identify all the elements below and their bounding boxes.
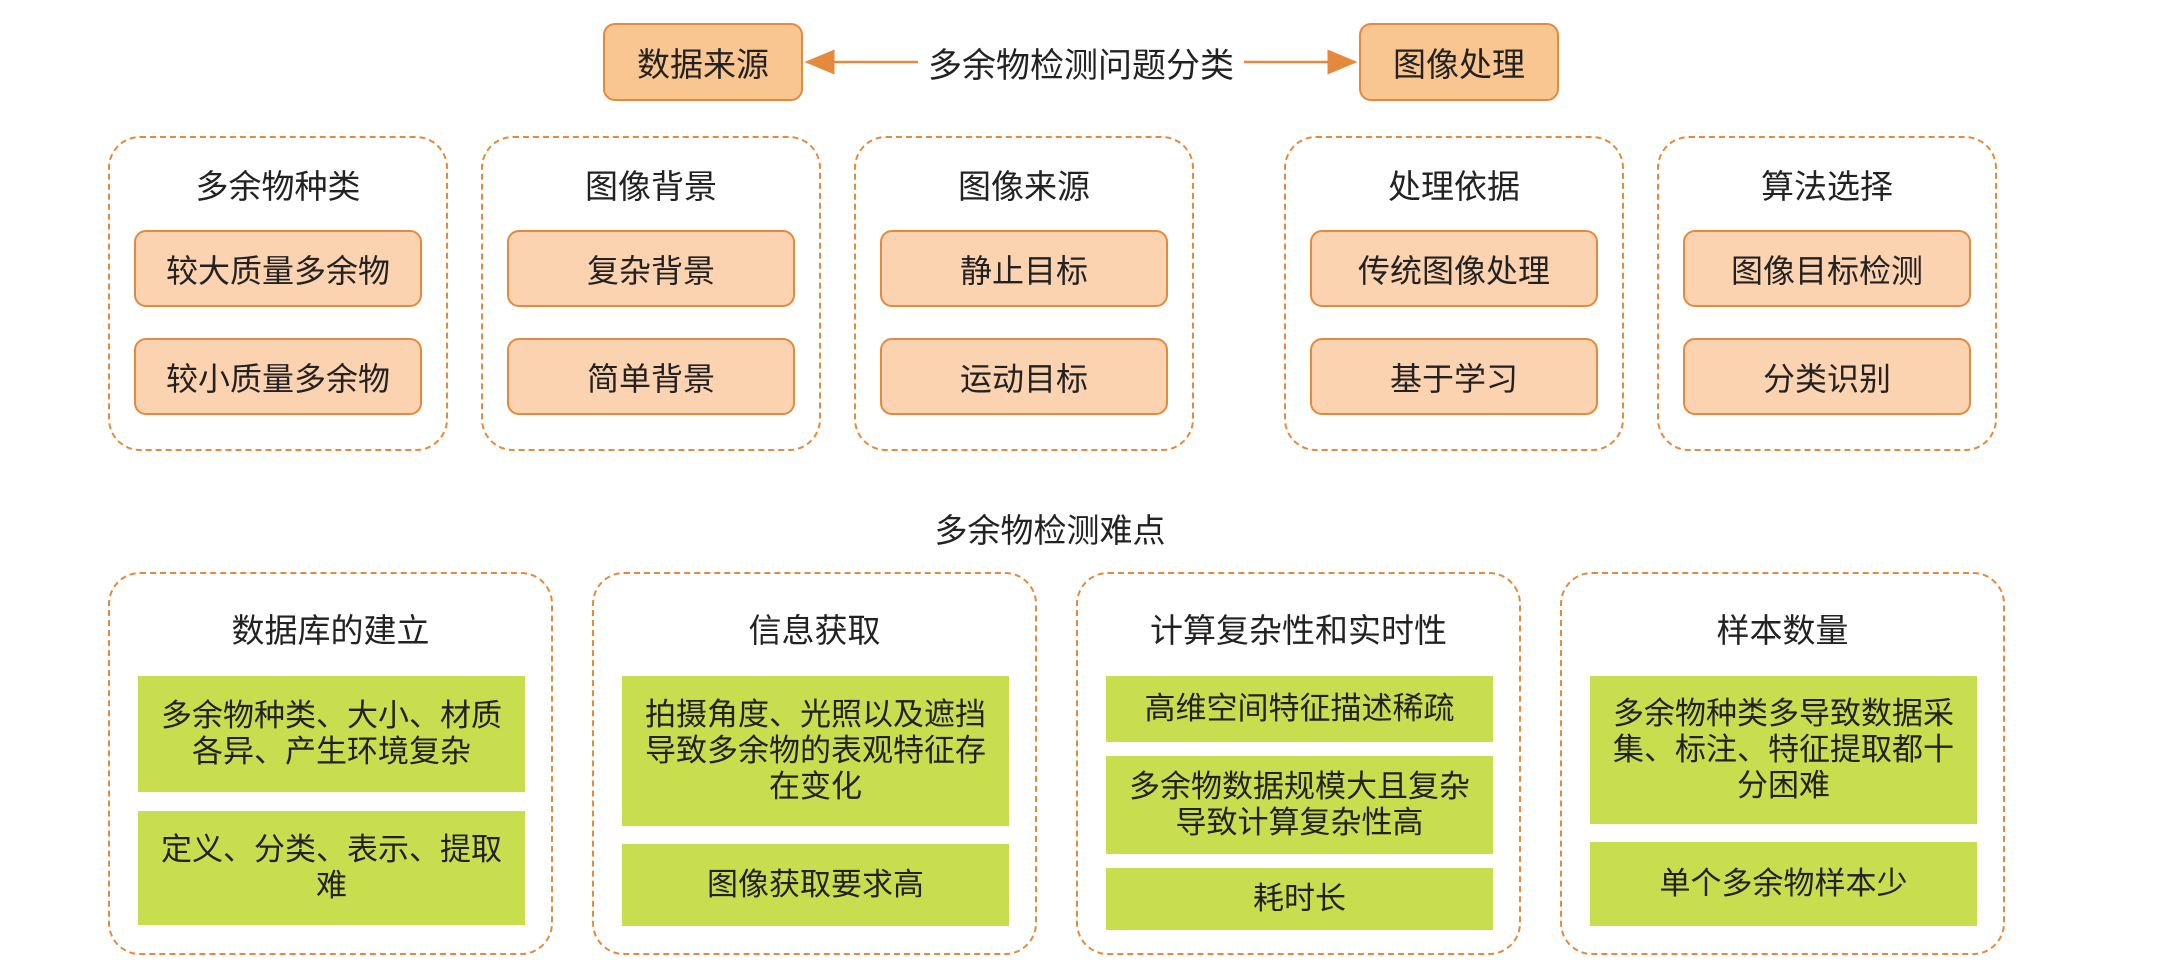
difficulty-item: 高维空间特征描述稀疏 xyxy=(1106,676,1493,742)
category-item: 复杂背景 xyxy=(507,230,795,307)
group-title: 处理依据 xyxy=(1388,167,1520,206)
category-group: 图像背景 复杂背景 简单背景 xyxy=(481,136,821,451)
difficulty-item: 定义、分类、表示、提取难 xyxy=(138,811,525,925)
category-item: 图像目标检测 xyxy=(1683,230,1971,307)
difficulty-group: 数据库的建立 多余物种类、大小、材质各异、产生环境复杂 定义、分类、表示、提取难 xyxy=(108,572,553,955)
category-item: 较小质量多余物 xyxy=(134,338,422,415)
category-group: 处理依据 传统图像处理 基于学习 xyxy=(1284,136,1624,451)
image-processing-box: 图像处理 xyxy=(1359,23,1559,101)
difficulty-item: 单个多余物样本少 xyxy=(1590,842,1977,926)
data-source-box: 数据来源 xyxy=(603,23,803,101)
group-title: 样本数量 xyxy=(1716,611,1849,650)
difficulty-item: 多余物种类多导致数据采集、标注、特征提取都十分困难 xyxy=(1590,676,1977,824)
category-group: 图像来源 静止目标 运动目标 xyxy=(854,136,1194,451)
category-item: 简单背景 xyxy=(507,338,795,415)
category-item: 基于学习 xyxy=(1310,338,1598,415)
category-item: 静止目标 xyxy=(880,230,1168,307)
category-group: 多余物种类 较大质量多余物 较小质量多余物 xyxy=(108,136,448,451)
difficulty-item: 图像获取要求高 xyxy=(622,844,1009,926)
category-item: 运动目标 xyxy=(880,338,1168,415)
difficulty-group: 信息获取 拍摄角度、光照以及遮挡导致多余物的表观特征存在变化 图像获取要求高 xyxy=(592,572,1037,955)
difficulty-item: 多余物数据规模大且复杂导致计算复杂性高 xyxy=(1106,756,1493,854)
classification-title: 多余物检测问题分类 xyxy=(928,45,1234,86)
difficulties-title: 多余物检测难点 xyxy=(934,511,1166,550)
difficulty-item: 耗时长 xyxy=(1106,868,1493,930)
group-title: 图像背景 xyxy=(585,167,717,206)
group-title: 图像来源 xyxy=(958,167,1090,206)
group-title: 多余物种类 xyxy=(195,167,361,206)
category-group: 算法选择 图像目标检测 分类识别 xyxy=(1657,136,1997,451)
group-title: 算法选择 xyxy=(1761,167,1893,206)
category-item: 分类识别 xyxy=(1683,338,1971,415)
group-title: 数据库的建立 xyxy=(231,611,430,650)
difficulty-item: 拍摄角度、光照以及遮挡导致多余物的表观特征存在变化 xyxy=(622,676,1009,826)
group-title: 信息获取 xyxy=(748,611,881,650)
group-title: 计算复杂性和实时性 xyxy=(1150,611,1447,650)
difficulty-group: 计算复杂性和实时性 高维空间特征描述稀疏 多余物数据规模大且复杂导致计算复杂性高… xyxy=(1076,572,1521,955)
category-item: 较大质量多余物 xyxy=(134,230,422,307)
difficulty-item: 多余物种类、大小、材质各异、产生环境复杂 xyxy=(138,676,525,792)
category-item: 传统图像处理 xyxy=(1310,230,1598,307)
difficulty-group: 样本数量 多余物种类多导致数据采集、标注、特征提取都十分困难 单个多余物样本少 xyxy=(1560,572,2005,955)
